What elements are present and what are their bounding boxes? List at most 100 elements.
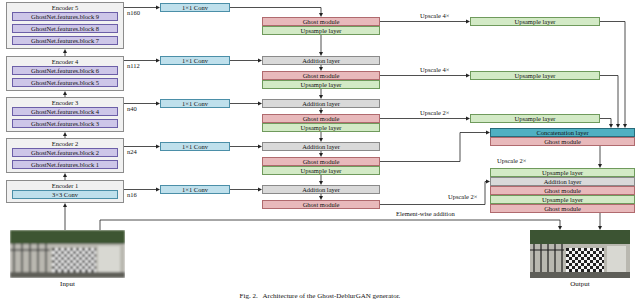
image-label: Input (10, 280, 125, 289)
upsample-box: Upsample layer (470, 17, 600, 26)
encoder-box: Encoder 3GhostNet.features.block 4GhostN… (6, 97, 124, 132)
connector (598, 213, 602, 230)
arrowhead (558, 226, 562, 230)
connector-line (65, 207, 66, 231)
channel-count: n16 (127, 191, 137, 199)
conv-box: 1×1 Conv (160, 3, 230, 12)
connector (380, 74, 470, 78)
ghost-module-box: Ghost module (490, 204, 635, 213)
connector-line (600, 22, 625, 125)
connector-line (600, 119, 611, 125)
block-label: GhostNet.features.block 8 (31, 25, 99, 33)
connector-line (380, 133, 487, 162)
connector-line (321, 89, 322, 96)
layer-label: Upsample layer (301, 27, 342, 35)
ghost-module-box: Ghost module (490, 137, 635, 146)
connector-line (600, 76, 618, 125)
block-label: GhostNet.features.block 1 (31, 161, 99, 169)
connector (100, 220, 562, 230)
upsample-box: Upsample layer (262, 123, 380, 132)
connector-line (124, 189, 157, 190)
connector (124, 188, 160, 192)
layer-label: Upsample layer (515, 72, 556, 80)
connector-line (600, 213, 601, 227)
arrowhead (63, 91, 67, 95)
connector-line (230, 103, 259, 104)
ghost-module-box: Ghost module (262, 157, 380, 166)
layer-label: Addition layer (302, 186, 340, 194)
ghostnet-block-box: GhostNet.features.block 7 (12, 36, 118, 45)
upsample-box: Upsample layer (262, 26, 380, 35)
conv-label: 1×1 Conv (182, 143, 208, 151)
block-label: GhostNet.features.block 6 (31, 67, 99, 75)
connector (63, 49, 67, 56)
conv-label: 1×1 Conv (182, 4, 208, 12)
arrowhead (598, 226, 602, 230)
connector (230, 145, 262, 149)
addition-box: Addition layer (262, 99, 380, 108)
layer-label: Upsample layer (515, 115, 556, 123)
encoder-title: Encoder 5 (7, 3, 123, 12)
ghostnet-block-box: GhostNet.features.block 4 (12, 107, 118, 116)
conv-label: 1×1 Conv (182, 186, 208, 194)
module-label: Ghost module (544, 205, 581, 213)
connector (230, 59, 262, 63)
connector (600, 76, 620, 129)
connector (380, 131, 490, 162)
layer-label: Upsample layer (301, 167, 342, 175)
layer-label: Upsample layer (515, 18, 556, 26)
connector (600, 119, 613, 129)
connector-line (124, 7, 157, 8)
layer-label: Upsample layer (542, 196, 583, 204)
figure-caption: Fig. 2. Architecture of the Ghost-Deblur… (0, 292, 640, 301)
image-frame: Input (10, 230, 125, 278)
connector (319, 175, 323, 185)
arrowhead (63, 49, 67, 53)
ghostnet-block-box: GhostNet.features.block 1 (12, 160, 118, 169)
encoder-title: Encoder 4 (7, 57, 123, 66)
module-label: Ghost module (544, 187, 581, 195)
connector-line (230, 8, 321, 14)
connector-line (380, 182, 487, 205)
image-label: Output (530, 280, 630, 289)
connector (230, 8, 323, 18)
connector-line (380, 21, 467, 22)
ghostnet-block-box: GhostNet.features.block 5 (12, 78, 118, 87)
connector (319, 89, 323, 99)
channel-count: n40 (127, 105, 137, 113)
conv-box: 1×1 Conv (160, 56, 230, 65)
connector (598, 146, 602, 168)
connector (380, 180, 490, 205)
module-label: Ghost module (544, 138, 581, 146)
image-frame: Output (530, 230, 630, 278)
addition-box: Addition layer (262, 185, 380, 194)
connector-line (321, 35, 322, 53)
encoder-title: Encoder 2 (7, 139, 123, 148)
ghost-module-box: Ghost module (262, 71, 380, 80)
ghostnet-block-box: GhostNet.features.block 9 (12, 12, 118, 21)
connector (124, 59, 160, 63)
arrowhead (63, 132, 67, 136)
arrowhead (63, 173, 67, 177)
connector (63, 203, 67, 230)
concat-box: Concatenation layer (490, 128, 635, 137)
encoder-box: Encoder 2GhostNet.features.block 2GhostN… (6, 138, 124, 173)
connector-line (380, 75, 467, 76)
connector-line (100, 220, 560, 230)
edge-label: Element-wise addition (395, 210, 456, 218)
layer-label: Addition layer (544, 178, 582, 186)
encoder-box: Encoder 13×3 Conv (6, 180, 124, 203)
module-label: Ghost module (303, 115, 340, 123)
layer-label: Upsample layer (301, 124, 342, 132)
upsample-box: Upsample layer (470, 71, 600, 80)
block-label: GhostNet.features.block 9 (31, 13, 99, 21)
connector (380, 20, 470, 24)
conv-label: 3×3 Conv (52, 191, 78, 199)
upsample-box: Upsample layer (470, 114, 600, 123)
conv-box: 1×1 Conv (160, 99, 230, 108)
connector-line (124, 103, 157, 104)
module-label: Ghost module (303, 18, 340, 26)
addition-box: Addition layer (262, 142, 380, 151)
ghost-module-box: Ghost module (262, 200, 380, 209)
